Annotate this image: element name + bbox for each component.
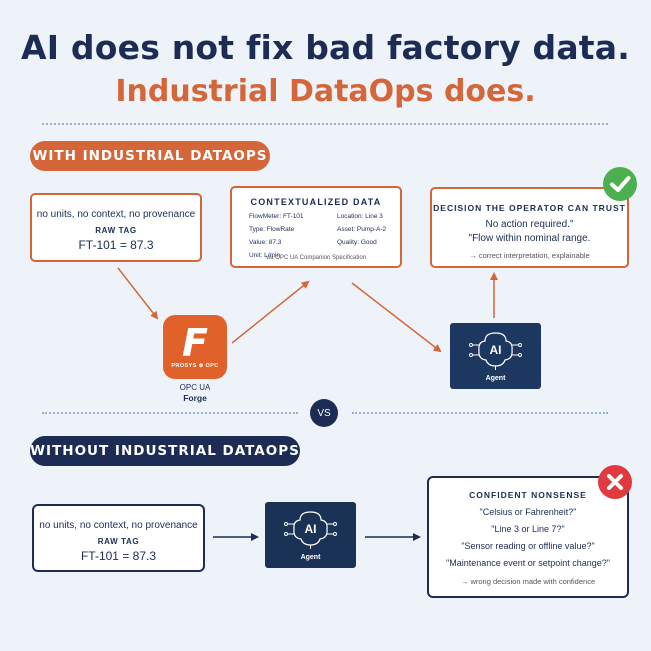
decision-box: DECISION THE OPERATOR CAN TRUST No actio…	[430, 187, 629, 268]
check-icon	[603, 167, 637, 201]
nonsense-question: "Line 3 or Line 7?"	[491, 524, 565, 534]
context-field: Value: 87.3	[249, 239, 282, 246]
subheadline: Industrial DataOps does.	[115, 74, 536, 109]
arrow-forge-to-context	[231, 280, 310, 344]
contextualized-data-title: CONTEXTUALIZED DATA	[250, 197, 382, 207]
decision-line-1: No action required."	[485, 219, 574, 230]
vs-badge: VS	[310, 399, 338, 427]
vs-divider-left	[42, 412, 298, 414]
decision-line-2: "Flow within nominal range.	[468, 233, 591, 244]
raw-tag-label: RAW TAG	[97, 537, 140, 546]
raw-tag-note: no units, no context, no provenance	[36, 209, 196, 220]
context-field: Quality: Good	[337, 239, 377, 246]
ai-brain-icon	[469, 332, 522, 370]
raw-tag-label: RAW TAG	[95, 226, 137, 235]
context-fields-right: Location: Line 3 Asset: Pump-A-2 Quality…	[337, 210, 386, 249]
ai-agent-tile-without: AI Agent	[265, 502, 356, 568]
forge-label-forge: Forge	[183, 393, 207, 403]
agent-label: Agent	[485, 375, 506, 382]
forge-logo-letter: F	[182, 321, 208, 365]
nonsense-question: "Celsius or Fahrenheit?"	[479, 507, 577, 517]
arrow-context-to-ai	[351, 282, 442, 353]
context-field: Location: Line 3	[337, 213, 383, 220]
nonsense-question: "Maintenance event or setpoint change?"	[446, 558, 610, 568]
confident-nonsense-title: CONFIDENT NONSENSE	[469, 490, 587, 500]
ai-agent-tile: AI Agent	[450, 323, 541, 389]
raw-tag-box: no units, no context, no provenance RAW …	[30, 193, 202, 262]
context-field: Unit: L/min	[249, 252, 281, 259]
context-field: FlowMeter: FT-101	[249, 213, 304, 220]
ai-label: AI	[489, 343, 502, 357]
with-dataops-pill: WITH INDUSTRIAL DATAOPS	[30, 141, 270, 171]
context-fields-left: FlowMeter: FT-101 Type: FlowRate Value: …	[249, 210, 304, 262]
forge-logo-brand: PROSYS ⊗ OPC	[171, 363, 219, 369]
cross-icon	[598, 465, 632, 499]
contextualized-data-box: CONTEXTUALIZED DATA FlowMeter: FT-101 Ty…	[230, 186, 402, 268]
raw-tag-box-without: no units, no context, no provenance RAW …	[32, 504, 205, 572]
decision-title: DECISION THE OPERATOR CAN TRUST	[433, 203, 626, 213]
raw-tag-value: FT-101 = 87.3	[78, 238, 154, 252]
context-field: Type: FlowRate	[249, 226, 295, 233]
ai-label: AI	[304, 522, 317, 536]
raw-tag-note: no units, no context, no provenance	[39, 520, 198, 531]
nonsense-question: "Sensor reading or offline value?"	[461, 541, 595, 551]
context-footer: via OPC UA Companion Specification	[265, 255, 367, 261]
confident-nonsense-footer: → wrong decision made with confidence	[460, 577, 596, 586]
vs-divider-right	[352, 412, 608, 414]
opc-ua-forge-logo: F PROSYS ⊗ OPC	[163, 315, 227, 379]
context-field: Asset: Pump-A-2	[337, 226, 387, 233]
raw-tag-value: FT-101 = 87.3	[80, 549, 157, 563]
without-dataops-pill: WITHOUT INDUSTRIAL DATAOPS	[30, 436, 300, 466]
headline: AI does not fix bad factory data.	[21, 28, 630, 67]
forge-label-opcua: OPC UA	[179, 383, 211, 392]
top-divider	[42, 123, 608, 125]
confident-nonsense-box: CONFIDENT NONSENSE "Celsius or Fahrenhei…	[427, 476, 629, 598]
decision-footer: → correct interpretation, explainable	[469, 251, 590, 260]
ai-brain-icon	[284, 511, 337, 549]
agent-label: Agent	[300, 554, 321, 561]
arrow-raw-to-forge	[117, 267, 159, 320]
